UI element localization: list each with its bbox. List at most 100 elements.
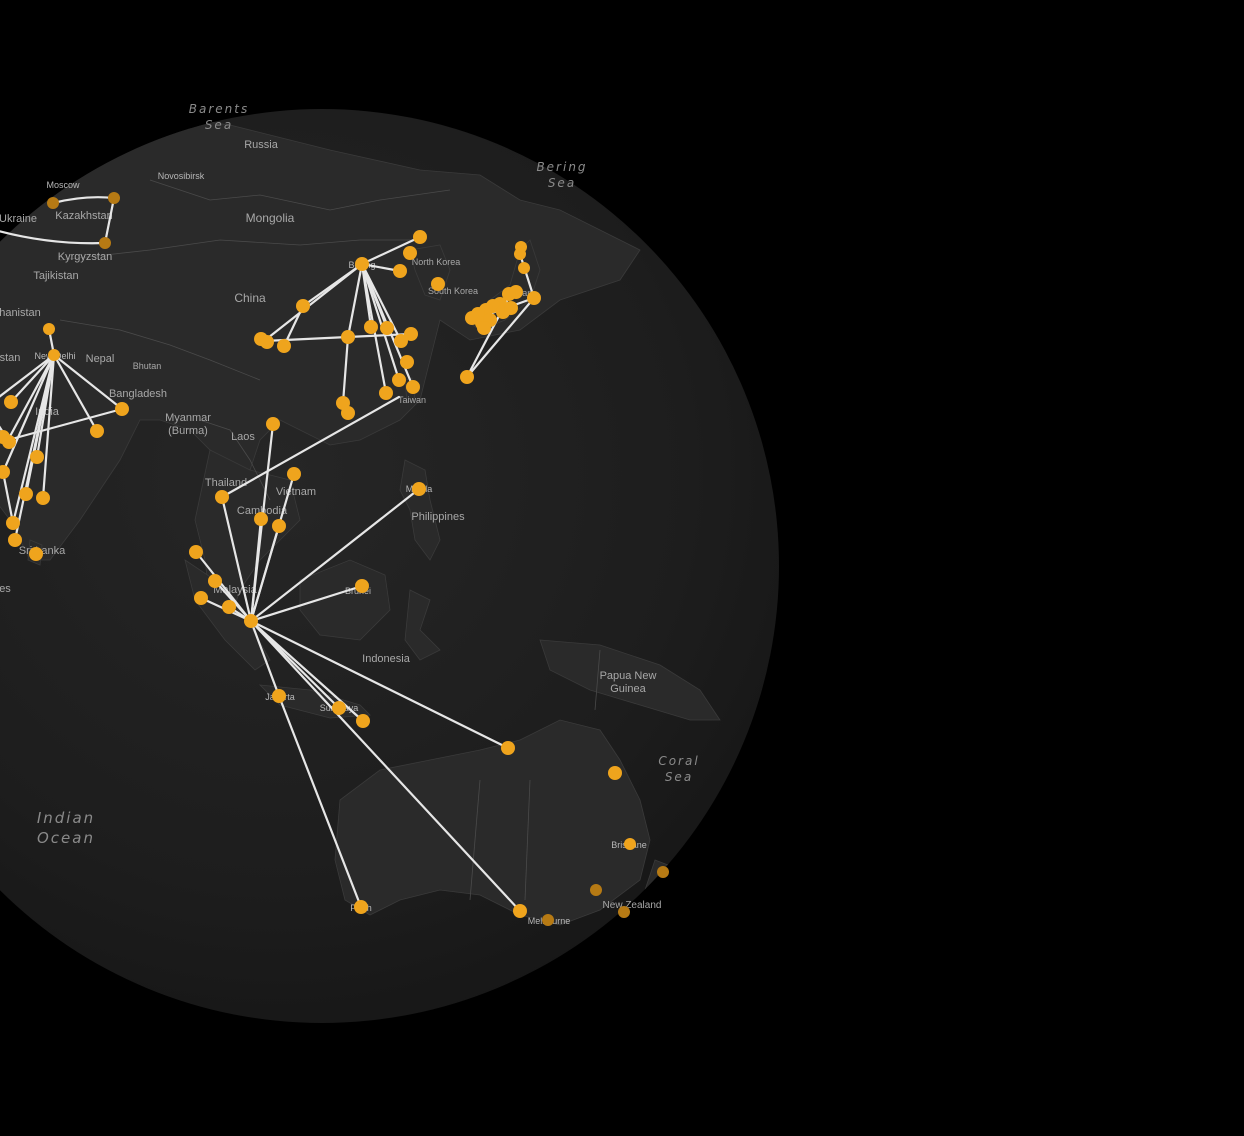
map-node	[43, 323, 55, 335]
route-line	[220, 495, 253, 623]
map-node	[208, 574, 222, 588]
route-line	[249, 487, 421, 623]
map-node	[36, 491, 50, 505]
route-line	[249, 584, 364, 623]
country-label-nepal: Nepal	[86, 353, 115, 365]
map-node	[254, 512, 268, 526]
route-line	[6, 407, 124, 442]
map-node	[460, 370, 474, 384]
map-node	[99, 237, 111, 249]
map-node	[590, 884, 602, 896]
route-line	[277, 694, 363, 909]
map-node	[413, 230, 427, 244]
map-node	[404, 327, 418, 341]
country-label-papua-new-guinea: Papua New	[600, 670, 657, 682]
map-node	[354, 900, 368, 914]
route-line	[262, 262, 364, 343]
map-node	[194, 591, 208, 605]
map-node	[364, 320, 378, 334]
map-node	[394, 334, 408, 348]
country-label-maldives: es	[0, 583, 11, 595]
country-label-laos: Laos	[231, 431, 255, 443]
map-node	[296, 299, 310, 313]
route-line	[9, 353, 56, 404]
map-node	[379, 386, 393, 400]
map-node	[244, 614, 258, 628]
map-node	[618, 906, 630, 918]
map-node	[272, 689, 286, 703]
ocean-label-barents: Barents	[189, 102, 249, 116]
country-label-bangladesh: Bangladesh	[109, 388, 167, 400]
map-node	[222, 600, 236, 614]
route-line	[360, 262, 401, 382]
ocean-label-coral: Coral	[658, 754, 699, 768]
country-label-afghanistan: hanistan	[0, 307, 41, 319]
map-node	[47, 197, 59, 209]
map-node	[501, 741, 515, 755]
country-label-bhutan: Bhutan	[133, 361, 162, 371]
country-label-ukraine: Ukraine	[0, 213, 37, 225]
country-label-kyrgyzstan: Kyrgyzstan	[58, 251, 112, 263]
route-nodes[interactable]	[0, 192, 669, 926]
map-node	[29, 547, 43, 561]
route-line	[518, 252, 536, 300]
country-label-tajikistan: Tajikistan	[33, 270, 78, 282]
map-node	[504, 301, 518, 315]
map-node	[48, 349, 60, 361]
route-line	[41, 353, 56, 500]
map-node	[287, 467, 301, 481]
route-line	[220, 395, 401, 499]
map-node	[108, 192, 120, 204]
map-node	[355, 257, 369, 271]
map-node	[518, 262, 530, 274]
map-node	[380, 321, 394, 335]
map-node	[392, 373, 406, 387]
city-label-novosibirsk: Novosibirsk	[158, 171, 205, 181]
map-node	[657, 866, 669, 878]
route-line	[341, 335, 350, 405]
map-node	[406, 380, 420, 394]
map-node	[393, 264, 407, 278]
map-node	[272, 519, 286, 533]
map-node	[431, 277, 445, 291]
country-label-myanmar-2: (Burma)	[168, 425, 208, 437]
country-label-philippines: Philippines	[411, 511, 465, 523]
route-line	[1, 353, 56, 474]
map-node	[90, 424, 104, 438]
country-label-china: China	[234, 291, 266, 305]
map-node	[0, 465, 10, 479]
route-line	[360, 235, 422, 266]
map-node	[2, 435, 16, 449]
ocean-label-indian: Indian	[37, 809, 95, 827]
map-node	[4, 395, 18, 409]
map-node	[403, 246, 417, 260]
map-node	[356, 714, 370, 728]
map-node	[260, 335, 274, 349]
map-node	[30, 450, 44, 464]
map-node	[542, 914, 554, 926]
route-line	[0, 230, 107, 245]
route-line	[6, 353, 56, 442]
map-node	[527, 291, 541, 305]
map-node	[477, 321, 491, 335]
map-node	[332, 701, 346, 715]
route-line	[103, 196, 116, 245]
map-node	[215, 490, 229, 504]
ocean-label-bering-2: Sea	[548, 176, 576, 190]
map-node	[400, 355, 414, 369]
route-line	[52, 353, 124, 411]
country-label-thailand: Thailand	[205, 477, 247, 489]
map-node	[341, 330, 355, 344]
route-line	[262, 332, 413, 343]
map-node	[277, 339, 291, 353]
map-node	[266, 417, 280, 431]
country-label-north-korea: North Korea	[412, 257, 461, 267]
map-node	[115, 402, 129, 416]
country-label-russia: Russia	[244, 139, 279, 151]
country-label-new-zealand: New Zealand	[603, 900, 662, 911]
route-line	[213, 579, 253, 623]
route-line	[249, 619, 522, 913]
country-label-papua-new-guinea-2: Guinea	[610, 683, 646, 695]
